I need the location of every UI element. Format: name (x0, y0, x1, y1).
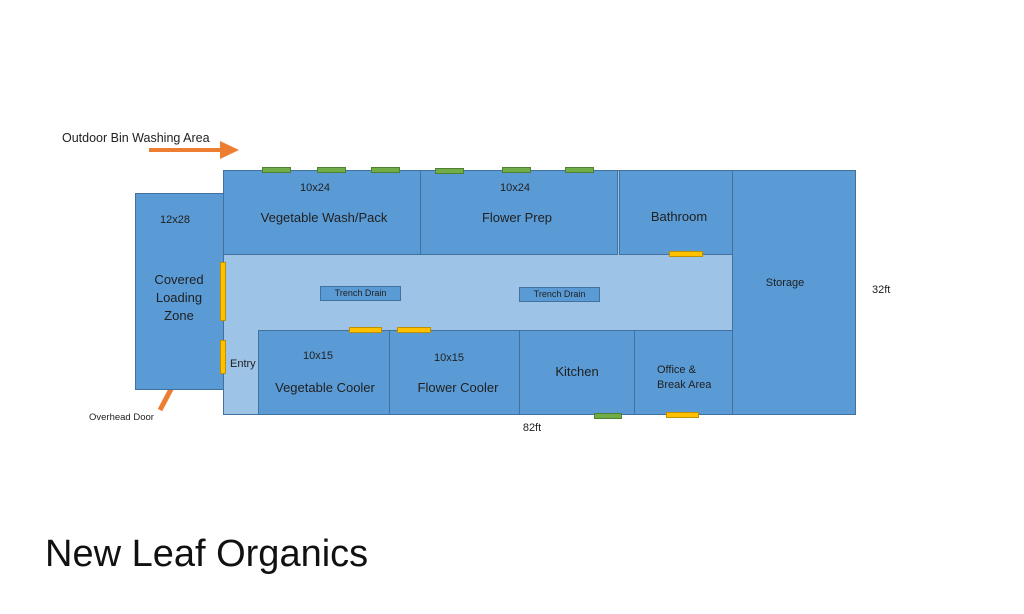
window (594, 413, 622, 419)
vegetable-cooler-name: Vegetable Cooler (275, 380, 375, 395)
outdoor-bin-washing-label: Outdoor Bin Washing Area (62, 131, 210, 145)
storage-name: Storage (765, 277, 805, 289)
vegetable-wash-size: 10x24 (300, 182, 330, 194)
overhead-door-label: Overhead Door (89, 412, 154, 423)
vegetable-cooler-door (349, 327, 382, 333)
loading-zone-size: 12x28 (160, 214, 190, 226)
page-title: New Leaf Organics (45, 533, 369, 575)
storage-room (732, 170, 856, 415)
covered-loading-zone (135, 193, 224, 390)
flower-cooler-room (389, 330, 520, 415)
window (565, 167, 594, 173)
trench-drain-left: Trench Drain (320, 286, 401, 301)
flower-prep-name: Flower Prep (481, 210, 553, 225)
vegetable-wash-name: Vegetable Wash/Pack (260, 210, 388, 225)
trench-drain-right: Trench Drain (519, 287, 600, 302)
window (435, 168, 464, 174)
flower-prep-size: 10x24 (500, 182, 530, 194)
kitchen-name: Kitchen (555, 364, 599, 379)
entry-door (220, 340, 226, 374)
window (371, 167, 400, 173)
loading-zone-name: Covered Loading Zone (154, 272, 204, 323)
office-break-area (634, 330, 733, 415)
bathroom-door (669, 251, 703, 257)
entry-label: Entry (230, 358, 256, 370)
office-door (666, 412, 699, 418)
depth-dimension: 32ft (872, 284, 891, 296)
bathroom-name: Bathroom (650, 209, 708, 224)
window (262, 167, 291, 173)
office-name: Office & Break Area (657, 364, 712, 391)
vegetable-cooler-size: 10x15 (303, 350, 333, 362)
window (317, 167, 346, 173)
outdoor-arrow (149, 141, 239, 159)
flower-cooler-size: 10x15 (434, 352, 464, 364)
window (502, 167, 531, 173)
width-dimension: 82ft (522, 422, 542, 434)
kitchen (519, 330, 635, 415)
bathroom (619, 170, 733, 255)
flower-cooler-name: Flower Cooler (417, 380, 499, 395)
flower-cooler-door (397, 327, 431, 333)
vegetable-cooler-room (258, 330, 390, 415)
overhead-door (220, 262, 226, 321)
